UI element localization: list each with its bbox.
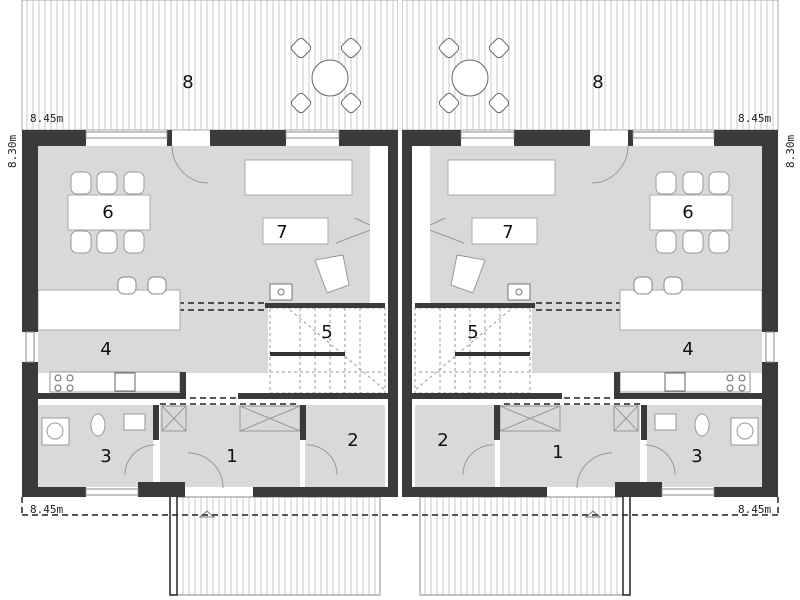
- room-5-label: 5: [321, 322, 332, 343]
- room-6-label: 6: [682, 202, 693, 223]
- room-6-label: 6: [102, 202, 113, 223]
- room-1-label: 1: [226, 446, 237, 467]
- dimension-width-top-left: 8.45m: [30, 112, 63, 125]
- room-2-label: 2: [347, 430, 358, 451]
- room-3-label: 3: [691, 446, 702, 467]
- unit-left: [21, 0, 401, 596]
- dimension-width-top-right: 8.45m: [738, 112, 771, 125]
- room-3-label: 3: [100, 446, 111, 467]
- room-8-label: 8: [592, 72, 603, 93]
- room-7-label: 7: [276, 222, 287, 243]
- room-4-label: 4: [100, 339, 111, 360]
- dimension-depth-right: 8.30m: [784, 135, 797, 168]
- room-4-label: 4: [682, 339, 693, 360]
- dimension-width-bottom-right: 8.45m: [738, 503, 771, 516]
- dimension-width-bottom-left: 8.45m: [30, 503, 63, 516]
- room-1-label: 1: [552, 442, 563, 463]
- dimension-depth-left: 8.30m: [6, 135, 19, 168]
- room-5-label: 5: [467, 322, 478, 343]
- room-7-label: 7: [502, 222, 513, 243]
- room-2-label: 2: [437, 430, 448, 451]
- unit-right: [399, 0, 779, 596]
- room-8-label: 8: [182, 72, 193, 93]
